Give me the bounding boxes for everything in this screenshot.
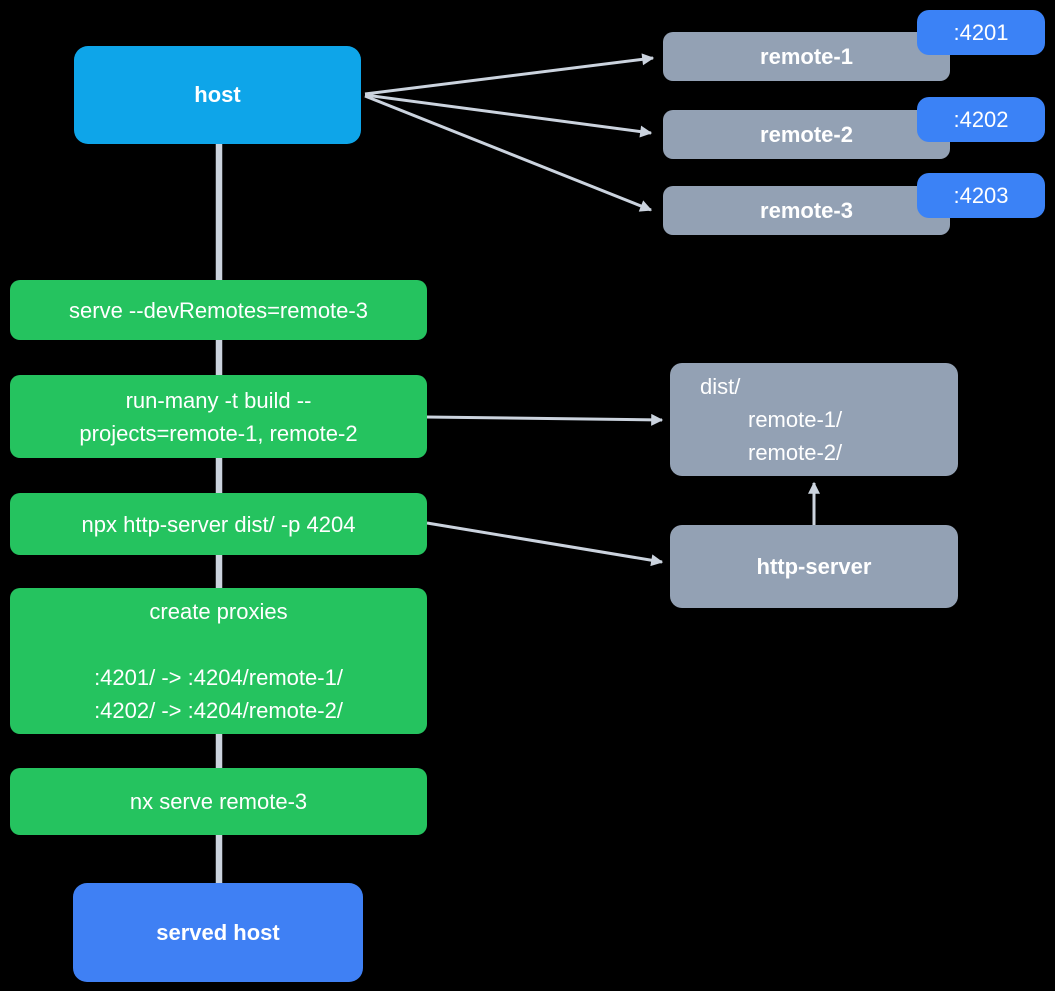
node-served-host-label: served host — [156, 919, 280, 945]
port-badge-4201-label: :4201 — [953, 19, 1009, 45]
node-http-server: http-server — [670, 525, 958, 608]
step-run-many-build-line-2: projects=remote-1, remote-2 — [79, 420, 358, 446]
step-nx-serve-remote-3-text: nx serve remote-3 — [129, 789, 308, 814]
edge-host-remote-3 — [364, 94, 653, 212]
step-serve-devremotes: serve --devRemotes=remote-3 — [10, 280, 427, 340]
step-serve-devremotes-text: serve --devRemotes=remote-3 — [69, 297, 368, 323]
edge-build-dist — [425, 413, 664, 426]
dist-folder-remote-1: remote-1/ — [748, 407, 843, 432]
node-remote-1: remote-1 — [663, 32, 950, 81]
node-host-label: host — [194, 82, 241, 107]
edge-host-remote-2 — [364, 93, 653, 138]
node-remote-3-label: remote-3 — [760, 197, 853, 223]
node-dist-folder: dist/ remote-1/ remote-2/ — [670, 363, 958, 476]
step-run-many-build: run-many -t build -- projects=remote-1, … — [10, 375, 427, 458]
node-remote-2: remote-2 — [663, 110, 950, 159]
node-remote-2-label: remote-2 — [760, 121, 853, 147]
node-remote-1-label: remote-1 — [760, 43, 853, 69]
port-badge-4203-label: :4203 — [953, 182, 1009, 208]
edge-host-remote-1 — [364, 53, 655, 96]
dist-folder-remote-2: remote-2/ — [748, 440, 843, 465]
port-badge-4201: :4201 — [917, 10, 1045, 55]
edge-npx-httpserver — [426, 521, 664, 567]
step-npx-http-server: npx http-server dist/ -p 4204 — [10, 493, 427, 555]
dist-folder-root: dist/ — [700, 374, 741, 399]
step-create-proxies-rule-2: :4202/ -> :4204/remote-2/ — [94, 698, 343, 723]
node-http-server-label: http-server — [756, 553, 872, 579]
step-run-many-build-line-1: run-many -t build -- — [125, 387, 312, 413]
node-served-host: served host — [73, 883, 363, 982]
port-badge-4202: :4202 — [917, 97, 1045, 142]
step-create-proxies-title: create proxies — [149, 599, 288, 624]
node-host: host — [74, 46, 361, 144]
step-create-proxies: create proxies :4201/ -> :4204/remote-1/… — [10, 588, 427, 734]
port-badge-4202-label: :4202 — [953, 106, 1009, 132]
port-badge-4203: :4203 — [917, 173, 1045, 218]
node-remote-3: remote-3 — [663, 186, 950, 235]
step-create-proxies-rule-1: :4201/ -> :4204/remote-1/ — [94, 665, 343, 690]
step-nx-serve-remote-3: nx serve remote-3 — [10, 768, 427, 835]
step-npx-http-server-text: npx http-server dist/ -p 4204 — [81, 511, 356, 537]
